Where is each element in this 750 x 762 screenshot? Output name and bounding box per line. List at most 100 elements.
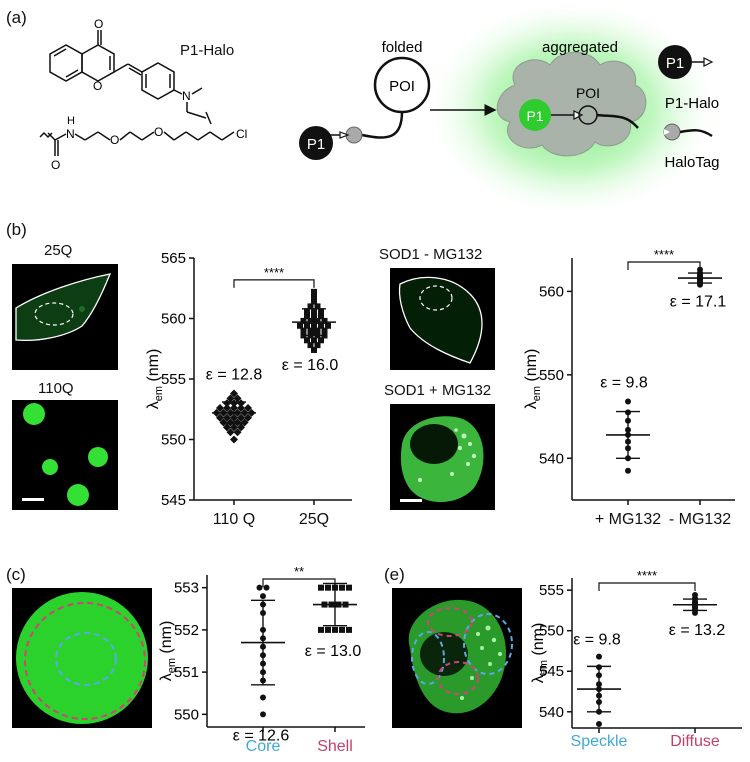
x-category-label: 110 Q <box>213 511 255 528</box>
x-category-label: - MG132 <box>669 511 731 528</box>
data-point <box>318 584 324 591</box>
p1-bound-circle <box>519 99 551 131</box>
y-axis-label: λem (nm) <box>158 621 178 682</box>
epsilon-annotation: ε = 16.0 <box>282 357 339 374</box>
y-tick-label: 560 <box>161 311 186 328</box>
data-point <box>311 288 317 295</box>
data-point <box>304 308 310 315</box>
data-point <box>237 399 245 408</box>
x-category-label: + MG132 <box>595 511 661 528</box>
x-category-label: 25Q <box>299 511 329 528</box>
data-point <box>325 584 331 591</box>
micrograph-25q <box>12 264 118 370</box>
data-point <box>230 435 238 444</box>
image-label-110q: 110Q <box>38 380 74 397</box>
legend-p1-halo-label: P1-Halo <box>665 95 719 112</box>
y-tick-label: 545 <box>161 492 186 509</box>
epsilon-annotation: ε = 12.6 <box>233 727 290 744</box>
data-point <box>318 337 324 344</box>
chem-atom-o-ether2: O <box>154 125 163 139</box>
significance-bracket <box>627 261 701 270</box>
epsilon-annotation: ε = 9.8 <box>600 375 648 392</box>
data-point <box>263 584 270 591</box>
data-point <box>219 418 228 427</box>
data-point <box>596 720 602 727</box>
significance-bracket <box>598 582 696 592</box>
data-point <box>223 413 231 422</box>
aggregated-label: aggregated <box>542 39 618 56</box>
data-point <box>304 322 310 329</box>
y-tick-label: 540 <box>539 450 564 467</box>
x-category-label: Shell <box>317 738 353 755</box>
epsilon-annotation: ε = 13.0 <box>305 643 362 660</box>
micrograph-core-shell <box>12 588 152 728</box>
data-point <box>260 694 266 701</box>
epsilon-annotation: ε = 17.1 <box>670 294 727 311</box>
data-point <box>311 337 317 344</box>
data-point <box>300 317 307 324</box>
data-point <box>311 293 317 300</box>
data-point <box>297 322 303 329</box>
data-point <box>240 418 249 427</box>
y-tick-label: 545 <box>539 663 564 680</box>
epsilon-annotation: ε = 12.8 <box>206 367 263 384</box>
data-point <box>233 394 242 403</box>
significance-label: **** <box>637 568 657 583</box>
data-point <box>307 327 314 334</box>
data-point <box>318 322 324 329</box>
data-point <box>318 308 324 315</box>
data-point <box>307 317 314 324</box>
y-axis-label: λem (nm) <box>145 349 165 410</box>
x-category-label: Diffuse <box>670 733 720 750</box>
p1-free-label: P1 <box>307 136 325 153</box>
significance-label: ** <box>294 565 304 579</box>
poi-folded-label: POI <box>389 78 415 95</box>
y-axis-label: λem (nm) <box>523 349 543 410</box>
data-point <box>223 423 231 432</box>
data-point <box>304 313 310 320</box>
chem-atom-o-carbonyl: O <box>51 158 60 172</box>
y-tick-label: 555 <box>539 582 564 599</box>
panel-label-a: (a) <box>6 8 27 27</box>
data-point <box>226 394 235 403</box>
p1-bound-label: P1 <box>526 108 543 124</box>
significance-label: **** <box>654 247 674 262</box>
data-point <box>321 317 328 324</box>
x-category-label: Speckle <box>571 733 628 750</box>
chem-atom-n-amide-h: H <box>67 115 75 127</box>
chem-atom-o-top: O <box>94 17 103 31</box>
panel-label-c: (c) <box>6 565 26 584</box>
data-point <box>318 313 324 320</box>
aggregate-cloud <box>496 51 647 157</box>
data-point <box>226 418 235 427</box>
y-tick-label: 555 <box>161 371 186 388</box>
y-tick-label: 550 <box>174 706 199 723</box>
data-point <box>300 327 307 334</box>
folded-label: folded <box>382 39 423 56</box>
micrograph-speckle-diffuse <box>392 588 522 728</box>
data-point <box>233 418 242 427</box>
y-tick-label: 550 <box>539 623 564 640</box>
chemical-structure: O O N H N O O O Cl <box>39 17 247 172</box>
data-point <box>244 413 252 422</box>
y-tick-label: 550 <box>539 367 564 384</box>
aggregation-scheme: POI folded P1 aggregated P1 POI P1 P1-Ha… <box>299 10 722 215</box>
data-point <box>230 389 238 398</box>
legend-p1-label: P1 <box>666 55 684 72</box>
data-point <box>226 428 235 437</box>
y-tick-label: 565 <box>161 250 186 267</box>
significance-bracket <box>262 578 336 587</box>
data-point <box>216 413 224 422</box>
x-category-label: Core <box>246 738 281 755</box>
data-point <box>321 327 328 334</box>
data-point <box>304 337 310 344</box>
y-tick-label: 551 <box>174 664 199 681</box>
data-point <box>339 584 345 591</box>
data-point <box>311 298 317 305</box>
panel-label-e: (e) <box>384 565 405 584</box>
data-point <box>260 711 266 718</box>
micrograph-sod1-minus <box>390 268 495 370</box>
data-point <box>339 626 345 633</box>
